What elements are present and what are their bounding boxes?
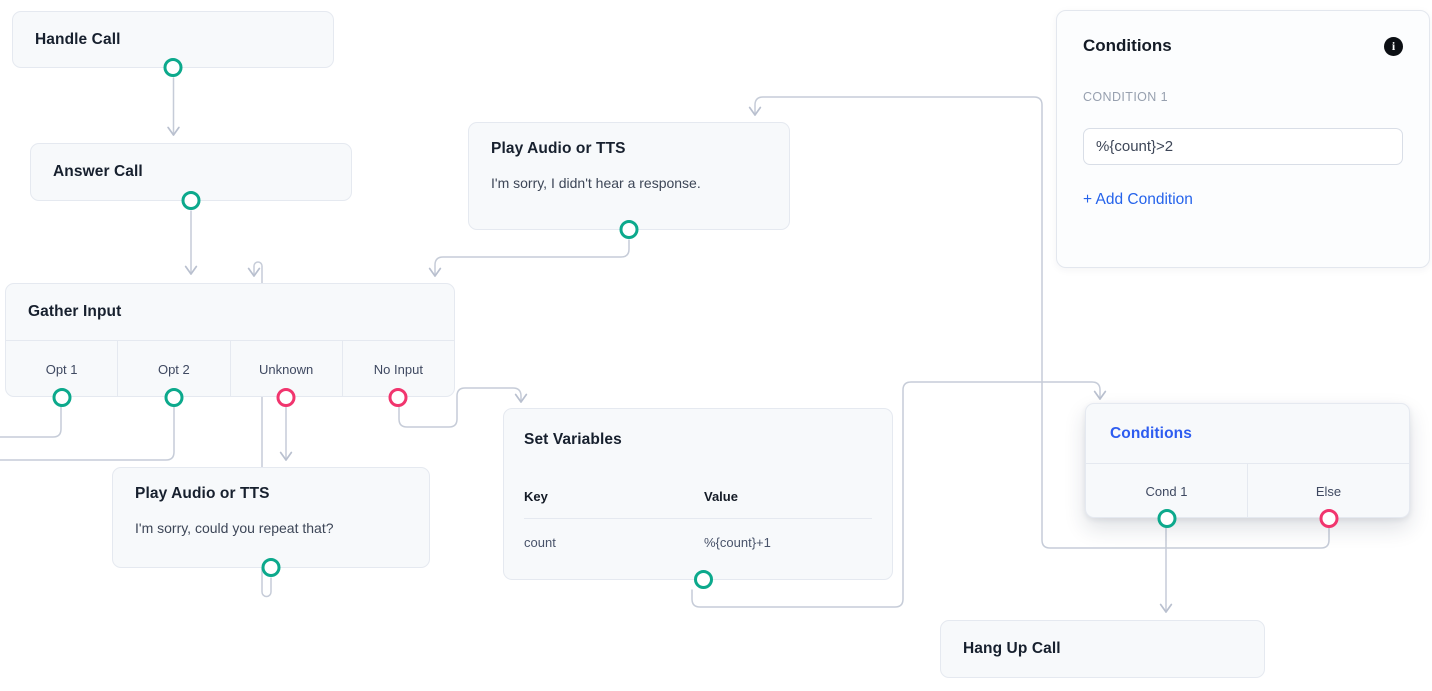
port-set-variables-output[interactable] — [693, 569, 713, 589]
gather-option-opt-2: Opt 2 — [118, 341, 231, 407]
variable-value: %{count}+1 — [704, 535, 771, 550]
panel-title: Conditions — [1083, 36, 1172, 55]
gather-options-row: Opt 1 Opt 2 Unknown No Input — [6, 341, 454, 407]
node-message: I'm sorry, could you repeat that? — [135, 520, 334, 536]
port-gather-opt-1[interactable] — [52, 387, 72, 407]
node-hang-up-call[interactable]: Hang Up Call — [940, 620, 1265, 678]
node-gather-input[interactable]: Gather Input Opt 1 Opt 2 Unknown No Inpu… — [5, 283, 455, 407]
variable-key: count — [524, 535, 556, 550]
connector-play-audio-1-to-gather — [428, 239, 630, 277]
node-play-audio-tts-2[interactable]: Play Audio or TTS I'm sorry, could you r… — [112, 467, 430, 577]
node-set-variables[interactable]: Set Variables Key Value count %{count}+1 — [503, 408, 893, 589]
port-cond-1[interactable] — [1157, 508, 1176, 528]
info-icon[interactable]: i — [1384, 36, 1403, 56]
node-title: Play Audio or TTS — [491, 140, 626, 157]
option-label: Opt 1 — [45, 361, 78, 377]
node-title: Set Variables — [524, 431, 622, 448]
node-handle-call[interactable]: Handle Call — [12, 11, 334, 77]
connector-opt-2-exit-left — [0, 406, 175, 461]
conditions-options-row: Cond 1 Else — [1086, 464, 1409, 528]
node-header: Conditions — [1086, 404, 1409, 464]
port-answer-call-output[interactable] — [181, 190, 201, 210]
connector-opt-1-exit-left — [0, 406, 62, 438]
gather-option-unknown: Unknown — [231, 341, 343, 407]
gather-option-opt-1: Opt 1 — [6, 341, 119, 407]
conditions-panel: Conditions i CONDITION 1 + Add Condition — [1056, 10, 1430, 268]
node-header: Gather Input — [6, 284, 454, 341]
condition-1-label: CONDITION 1 — [1083, 90, 1168, 104]
node-title: Answer Call — [53, 163, 143, 180]
connector-else-to-play-audio-1 — [748, 96, 1330, 549]
node-play-audio-tts-1[interactable]: Play Audio or TTS I'm sorry, I didn't he… — [468, 122, 790, 239]
condition-1-input[interactable] — [1083, 128, 1403, 165]
port-handle-call-output[interactable] — [163, 57, 183, 77]
option-label: Else — [1315, 483, 1342, 499]
node-title: Conditions — [1110, 424, 1192, 442]
variables-table-header: Key Value — [524, 489, 872, 504]
value-column-header: Value — [704, 489, 738, 504]
option-label: Unknown — [259, 361, 314, 377]
node-title: Handle Call — [35, 30, 121, 48]
condition-option-cond-1: Cond 1 — [1086, 464, 1248, 528]
port-gather-no-input[interactable] — [388, 387, 408, 407]
port-play-audio-2-output[interactable] — [261, 557, 281, 577]
option-label: Cond 1 — [1145, 483, 1188, 499]
port-play-audio-1-output[interactable] — [619, 219, 639, 239]
node-title: Play Audio or TTS — [135, 485, 270, 502]
table-divider — [524, 518, 872, 519]
connector-repeat-loop-to-gather — [247, 261, 272, 598]
port-gather-opt-2[interactable] — [164, 387, 184, 407]
node-conditions[interactable]: Conditions Cond 1 Else — [1085, 403, 1410, 528]
node-title: Hang Up Call — [963, 640, 1061, 657]
node-answer-call[interactable]: Answer Call — [30, 143, 352, 210]
add-condition-link[interactable]: + Add Condition — [1083, 191, 1193, 208]
node-title: Gather Input — [28, 303, 122, 320]
option-label: Opt 2 — [157, 361, 190, 377]
key-column-header: Key — [524, 489, 548, 504]
node-message: I'm sorry, I didn't hear a response. — [491, 175, 701, 191]
variables-table-row: count %{count}+1 — [524, 535, 872, 550]
port-gather-unknown[interactable] — [276, 387, 296, 407]
gather-option-no-input: No Input — [343, 341, 454, 407]
panel-header: Conditions i — [1083, 36, 1403, 56]
port-else[interactable] — [1319, 508, 1338, 528]
connector-set-variables-to-conditions — [691, 381, 1107, 608]
option-label: No Input — [373, 361, 423, 377]
condition-option-else: Else — [1248, 464, 1409, 528]
connector-no-input-to-set-variables — [398, 387, 528, 428]
